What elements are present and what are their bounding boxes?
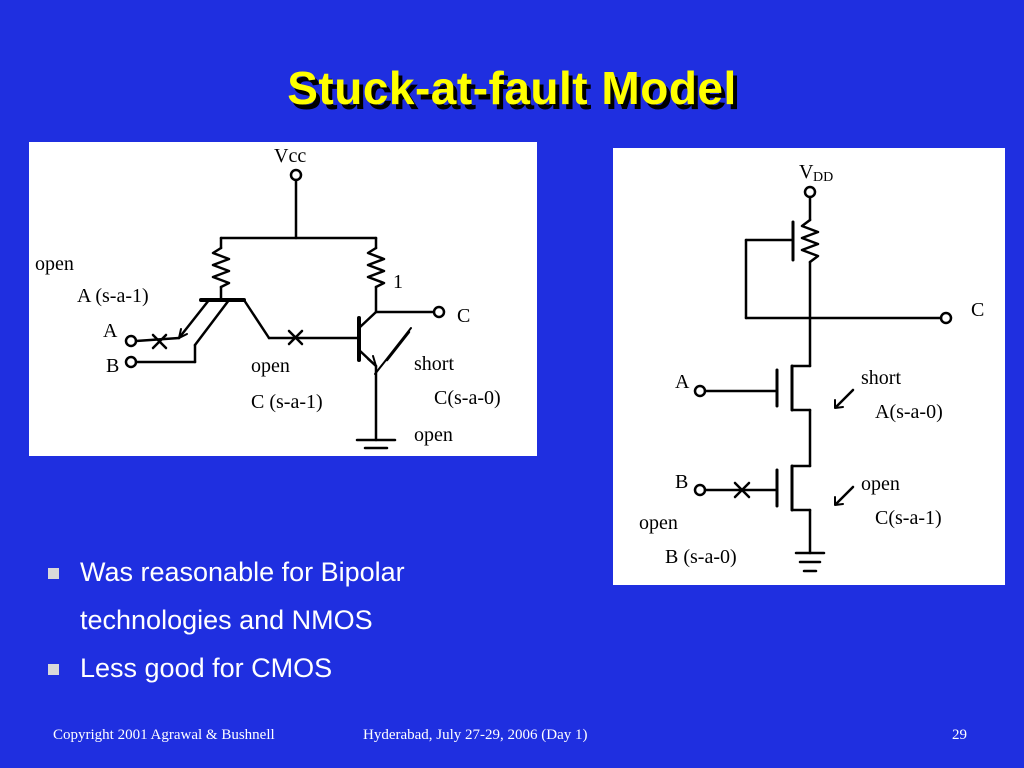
bullet-item: Less good for CMOS: [40, 644, 600, 692]
open-top-label: open: [35, 253, 74, 275]
open-arrow-nmos: [835, 485, 855, 505]
b-label: B: [106, 355, 119, 377]
a-input-terminal: [124, 334, 138, 348]
c-output-terminal: [432, 305, 446, 319]
vdd-terminal: [803, 185, 817, 199]
a-label-nmos: A: [675, 371, 690, 393]
right-resistor: [366, 246, 386, 289]
c-label-nmos: C: [971, 299, 984, 321]
a-label: A: [103, 320, 118, 342]
bullet-text: Less good for CMOS: [80, 653, 333, 683]
c-sa1-label-nmos: C(s-a-1): [875, 507, 942, 529]
short-label: short: [414, 353, 454, 375]
square-bullet-icon: [48, 568, 59, 579]
bullet-continuation: technologies and NMOS: [80, 605, 373, 635]
b-input-terminal: [124, 355, 138, 369]
bullet-text: Was reasonable for Bipolar: [80, 557, 405, 587]
slide-title: Stuck-at-fault Model: [287, 62, 737, 114]
square-bullet-icon: [48, 664, 59, 675]
open-bottom-label: open: [414, 424, 453, 446]
bipolar-circuit-figure: Vcc open A (s-a-1) A B 1 C short open C(…: [29, 142, 537, 456]
short-label-nmos: short: [861, 367, 901, 389]
short-arrow-nmos: [835, 388, 855, 408]
b-sa0-label: B (s-a-0): [665, 546, 737, 568]
nmos-circuit-diagram: V DD C A short A(s-a-0) B open C(s-a-1) …: [639, 161, 984, 573]
c-output-terminal-nmos: [939, 311, 953, 325]
open-mid-label: open: [251, 355, 290, 377]
footer-copyright: Copyright 2001 Agrawal & Bushnell: [53, 727, 275, 743]
a-sa0-label: A(s-a-0): [875, 401, 943, 423]
nmos-circuit-figure: V DD C A short A(s-a-0) B open C(s-a-1) …: [613, 148, 1005, 585]
c-sa1-label: C (s-a-1): [251, 391, 323, 413]
b-input-terminal-nmos: [693, 483, 707, 497]
a-input-terminal-nmos: [693, 384, 707, 398]
vdd-v-label: V: [799, 161, 814, 183]
bipolar-circuit-diagram: Vcc open A (s-a-1) A B 1 C short open C(…: [35, 145, 501, 450]
left-resistor: [211, 246, 231, 289]
bullet-item: Was reasonable for Bipolar: [40, 548, 600, 596]
vcc-terminal: [289, 168, 303, 182]
page-number: 29: [952, 727, 967, 743]
bullet-list: Was reasonable for Bipolar technologies …: [40, 548, 600, 692]
open-left-label: open: [639, 512, 678, 534]
resistor-one-label: 1: [393, 271, 403, 293]
load-resistor: [800, 218, 820, 264]
vcc-label: Vcc: [274, 145, 306, 167]
b-label-nmos: B: [675, 471, 688, 493]
c-sa0-label: C(s-a-0): [434, 387, 501, 409]
c-label: C: [457, 305, 470, 327]
footer-event: Hyderabad, July 27-29, 2006 (Day 1): [363, 727, 588, 743]
a-sa1-label: A (s-a-1): [77, 285, 149, 307]
open-right-label: open: [861, 473, 900, 495]
vdd-dd-label: DD: [813, 170, 833, 185]
